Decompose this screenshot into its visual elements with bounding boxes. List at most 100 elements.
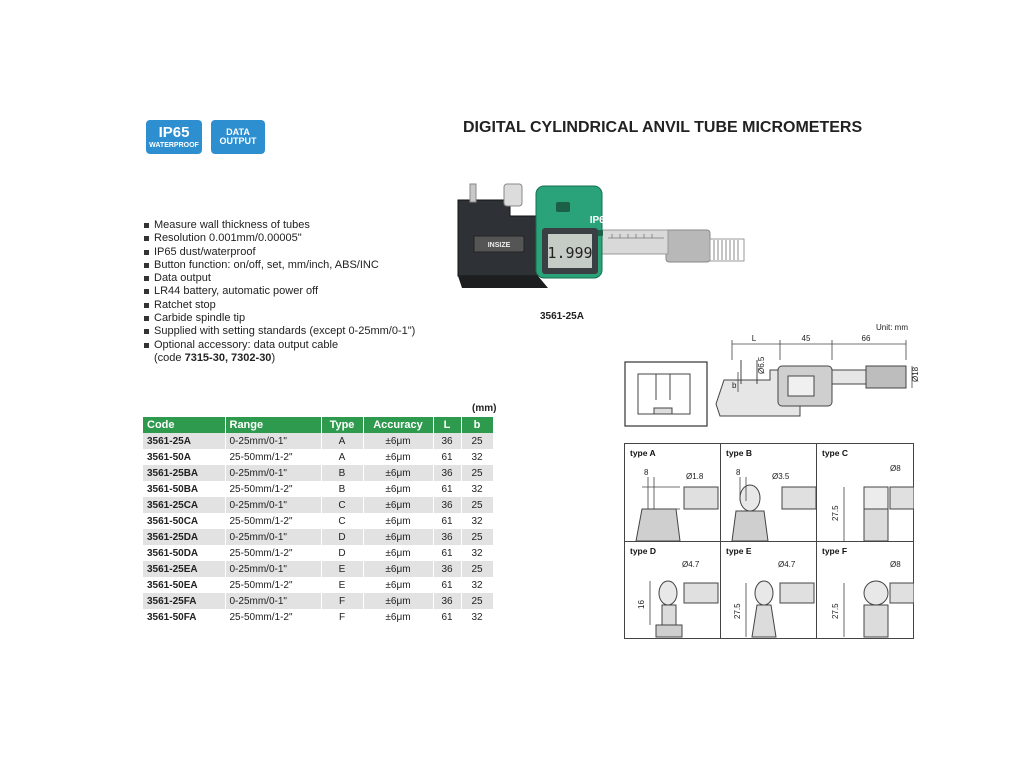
cell-range: 25-50mm/1-2" xyxy=(225,609,322,625)
cell-b: 25 xyxy=(461,433,494,449)
cell-type: C xyxy=(321,513,364,529)
cell-L: 36 xyxy=(433,529,462,545)
feature-item: Button function: on/off, set, mm/inch, A… xyxy=(144,259,415,272)
cell-accuracy: ±6μm xyxy=(363,433,434,449)
header-accuracy: Accuracy xyxy=(363,417,434,433)
cell-accuracy: ±6μm xyxy=(363,593,434,609)
power-button xyxy=(556,202,570,212)
type-e-dim-1: 27.5 xyxy=(733,603,742,619)
cell-accuracy: ±6μm xyxy=(363,545,434,561)
cell-b: 25 xyxy=(461,497,494,513)
type-a-anvil-drawing xyxy=(635,477,719,542)
table-row: 3561-50BA 25-50mm/1-2" B ±6μm 61 32 xyxy=(143,481,494,497)
type-c-dim-2: Ø8 xyxy=(890,464,901,473)
lcd-display xyxy=(548,234,592,268)
cell-range: 0-25mm/0-1" xyxy=(225,497,322,513)
cell-range: 25-50mm/1-2" xyxy=(225,577,322,593)
accessory-codes: 7315-30, 7302-30 xyxy=(184,351,272,364)
spec-table: Code Range Type Accuracy L b 3561-25A 0-… xyxy=(143,417,494,625)
cell-b: 25 xyxy=(461,529,494,545)
dim-b-label: b xyxy=(732,381,737,390)
micrometer-sleeve xyxy=(597,229,669,255)
type-f-dim-2: Ø8 xyxy=(890,560,901,569)
cell-L: 36 xyxy=(433,561,462,577)
type-d-dim-1: 16 xyxy=(637,600,646,609)
frame-logo-text: INSIZE xyxy=(488,242,511,249)
cell-accuracy: ±6μm xyxy=(363,513,434,529)
cell-L: 36 xyxy=(433,497,462,513)
cell-type: A xyxy=(321,449,364,465)
cell-range: 0-25mm/0-1" xyxy=(225,465,322,481)
feature-list: Measure wall thickness of tubes Resoluti… xyxy=(144,219,415,365)
cell-b: 25 xyxy=(461,593,494,609)
cell-type: E xyxy=(321,561,364,577)
table-row: 3561-50CA 25-50mm/1-2" C ±6μm 61 32 xyxy=(143,513,494,529)
feature-item: Resolution 0.001mm/0.00005" xyxy=(144,232,415,245)
cell-b: 32 xyxy=(461,481,494,497)
cell-code: 3561-50A xyxy=(143,449,226,465)
cell-L: 36 xyxy=(433,433,462,449)
type-b-dim-1: 8 xyxy=(736,468,741,477)
cell-b: 32 xyxy=(461,609,494,625)
table-row: 3561-50DA 25-50mm/1-2" D ±6μm 61 32 xyxy=(143,545,494,561)
cell-accuracy: ±6μm xyxy=(363,609,434,625)
type-d-anvil-drawing xyxy=(649,580,719,638)
ip65-waterproof-badge: IP65 WATERPROOF xyxy=(146,120,202,154)
outline-thimble xyxy=(865,365,907,389)
outline-display xyxy=(787,375,815,397)
cell-accuracy: ±6μm xyxy=(363,449,434,465)
type-b-dim-2: Ø3.5 xyxy=(772,472,790,481)
data-output-badge: DATA OUTPUT xyxy=(211,120,265,154)
head-ip65-label: IP65 xyxy=(590,215,611,226)
side-view-frame xyxy=(637,373,691,415)
table-row: 3561-25BA 0-25mm/0-1" B ±6μm 36 25 xyxy=(143,465,494,481)
type-b-label: type B xyxy=(726,448,752,458)
dim-L-label: L xyxy=(752,334,757,343)
header-range: Range xyxy=(225,417,322,433)
cell-code: 3561-50BA xyxy=(143,481,226,497)
type-c-label: type C xyxy=(822,448,848,458)
cell-code: 3561-50DA xyxy=(143,545,226,561)
dim-66-label: 66 xyxy=(862,334,871,343)
cell-L: 61 xyxy=(433,577,462,593)
table-row: 3561-25CA 0-25mm/0-1" C ±6μm 36 25 xyxy=(143,497,494,513)
cell-range: 0-25mm/0-1" xyxy=(225,433,322,449)
cell-b: 32 xyxy=(461,449,494,465)
cell-type: B xyxy=(321,481,364,497)
waterproof-badge-text: WATERPROOF xyxy=(149,142,199,149)
cell-code: 3561-50FA xyxy=(143,609,226,625)
cell-b: 32 xyxy=(461,513,494,529)
feature-item-continued: (code 7315-30, 7302-30) xyxy=(144,352,415,365)
micrometer-ratchet xyxy=(709,238,745,262)
dim-d18-label: Ø18 xyxy=(911,366,920,382)
feature-item: Optional accessory: data output cable xyxy=(144,339,415,352)
type-e-dim-2: Ø4.7 xyxy=(778,560,796,569)
frame-shadow xyxy=(458,276,548,288)
cell-code: 3561-25CA xyxy=(143,497,226,513)
type-d-label: type D xyxy=(630,546,656,556)
micrometer-anvil xyxy=(469,183,477,203)
cell-type: F xyxy=(321,609,364,625)
product-caption: 3561-25A xyxy=(540,311,584,322)
cell-code: 3561-50EA xyxy=(143,577,226,593)
cell-range: 25-50mm/1-2" xyxy=(225,513,322,529)
type-e-label: type E xyxy=(726,546,752,556)
cell-accuracy: ±6μm xyxy=(363,577,434,593)
cell-code: 3561-25FA xyxy=(143,593,226,609)
type-d-dim-2: Ø4.7 xyxy=(682,560,700,569)
cell-accuracy: ±6μm xyxy=(363,561,434,577)
cell-accuracy: ±6μm xyxy=(363,529,434,545)
table-row: 3561-25DA 0-25mm/0-1" D ±6μm 36 25 xyxy=(143,529,494,545)
table-row: 3561-50EA 25-50mm/1-2" E ±6μm 61 32 xyxy=(143,577,494,593)
micrometer-product-image: INSIZE IP65 1.999 xyxy=(457,183,745,288)
side-view-base xyxy=(653,407,673,415)
cell-code: 3561-25BA xyxy=(143,465,226,481)
header-code: Code xyxy=(143,417,226,433)
feature-item: Supplied with setting standards (except … xyxy=(144,325,415,338)
feature-item: LR44 battery, automatic power off xyxy=(144,285,415,298)
cell-range: 25-50mm/1-2" xyxy=(225,481,322,497)
type-a-label: type A xyxy=(630,448,656,458)
feature-item: Data output xyxy=(144,272,415,285)
table-unit-label: (mm) xyxy=(472,403,497,414)
cell-L: 61 xyxy=(433,481,462,497)
